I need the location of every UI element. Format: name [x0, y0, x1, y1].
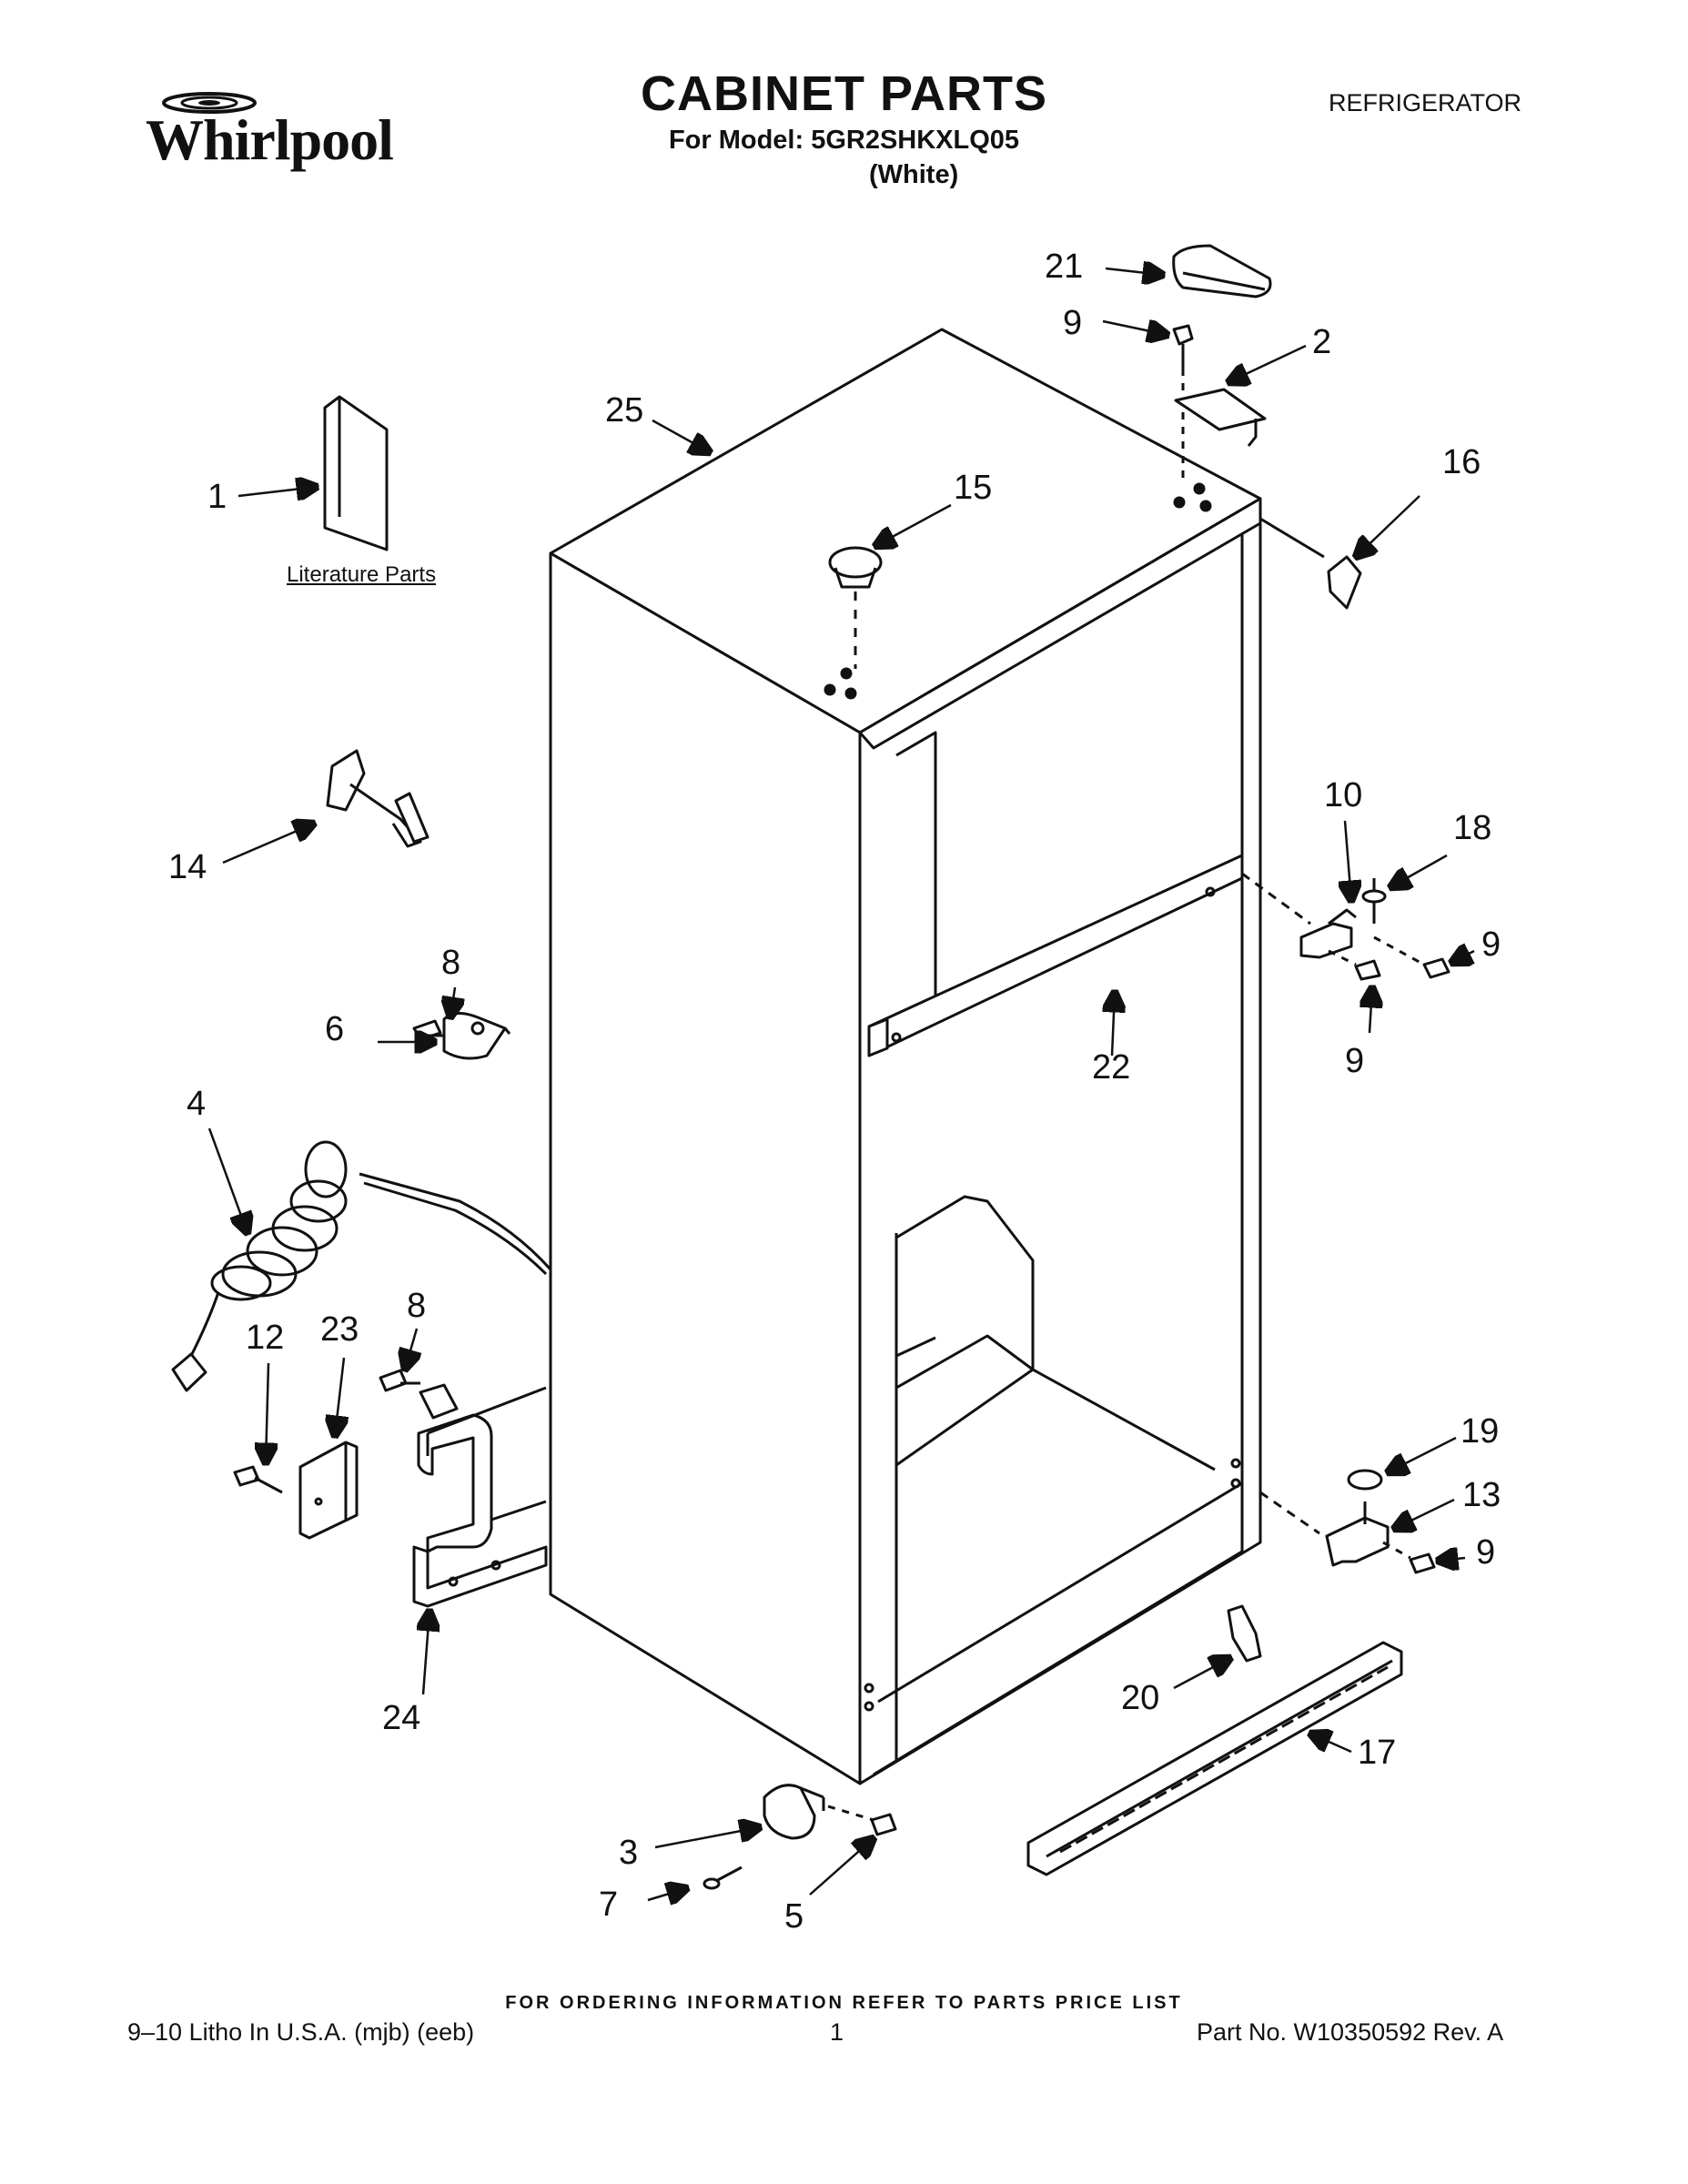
callout-8: 8: [441, 944, 460, 982]
door-stop-pin: [326, 749, 430, 848]
page-number: 1: [830, 2018, 844, 2046]
part-number: Part No. W10350592 Rev. A: [1197, 2018, 1504, 2046]
leader-lines: [207, 268, 1474, 1900]
litho-info: 9–10 Litho In U.S.A. (mjb) (eeb): [127, 2018, 475, 2046]
hinge-cap: [1259, 517, 1362, 610]
power-cord: [171, 1140, 552, 1392]
callout-25: 25: [605, 391, 643, 430]
lower-bracket-screw: [379, 1369, 459, 1420]
callout-23: 23: [320, 1310, 359, 1349]
swirl-icon: [162, 92, 257, 114]
top-hinge-screw: [1172, 324, 1194, 482]
callout-22: 22: [1092, 1048, 1130, 1087]
literature-booklet: [323, 395, 389, 551]
callout-8: 8: [407, 1287, 426, 1325]
callout-13: 13: [1462, 1476, 1501, 1514]
callout-17: 17: [1358, 1734, 1396, 1772]
callout-9: 9: [1481, 925, 1501, 964]
callout-2: 2: [1312, 323, 1331, 361]
hinge-cover: [1172, 244, 1272, 298]
callout-10: 10: [1324, 776, 1362, 814]
appliance-category: REFRIGERATOR: [1329, 89, 1522, 116]
callout-15: 15: [954, 469, 992, 507]
access-cover: [233, 1441, 359, 1540]
callout-5: 5: [784, 1897, 804, 1936]
bottom-hinge: [1259, 1469, 1436, 1574]
callout-3: 3: [619, 1834, 638, 1872]
compressor-bracket: [412, 1386, 548, 1608]
grille-clip: [1227, 1604, 1262, 1663]
callout-21: 21: [1045, 248, 1083, 286]
callout-7: 7: [599, 1886, 618, 1924]
callout-4: 4: [187, 1085, 206, 1123]
top-plug: [828, 546, 883, 669]
literature-parts-label: Literature Parts: [287, 562, 437, 587]
top-hinge: [1174, 388, 1267, 447]
ordering-note: FOR ORDERING INFORMATION REFER TO PARTS …: [505, 1993, 1183, 2013]
callout-24: 24: [382, 1699, 420, 1737]
toe-grille: [1026, 1641, 1403, 1876]
page-title: CABINET PARTS: [640, 66, 1047, 121]
callout-20: 20: [1121, 1679, 1159, 1717]
brand-wordmark: Whirlpool: [146, 107, 394, 172]
callout-9: 9: [1063, 304, 1082, 342]
callout-9: 9: [1345, 1042, 1364, 1080]
divider-rail: [867, 854, 1244, 1057]
color-line: (White): [869, 160, 959, 189]
cabinet-shell: [549, 328, 1262, 1785]
callout-18: 18: [1453, 809, 1491, 847]
callout-9: 9: [1476, 1533, 1495, 1572]
callout-1: 1: [207, 478, 227, 516]
roller-assembly: [702, 1784, 897, 1890]
callout-14: 14: [168, 848, 207, 886]
callout-12: 12: [246, 1319, 284, 1357]
callout-19: 19: [1461, 1412, 1499, 1451]
center-hinge: [1241, 872, 1450, 981]
callout-16: 16: [1442, 443, 1481, 481]
callout-6: 6: [325, 1010, 344, 1048]
wire-clamp: [412, 1012, 511, 1060]
model-line: For Model: 5GR2SHKXLQ05: [668, 126, 1020, 155]
brand-logo: Whirlpool: [127, 86, 394, 173]
callout-labels: 21 9 2 25 16 1 15 10 18 14 9 8 6 22 9 4 …: [168, 248, 1501, 1936]
